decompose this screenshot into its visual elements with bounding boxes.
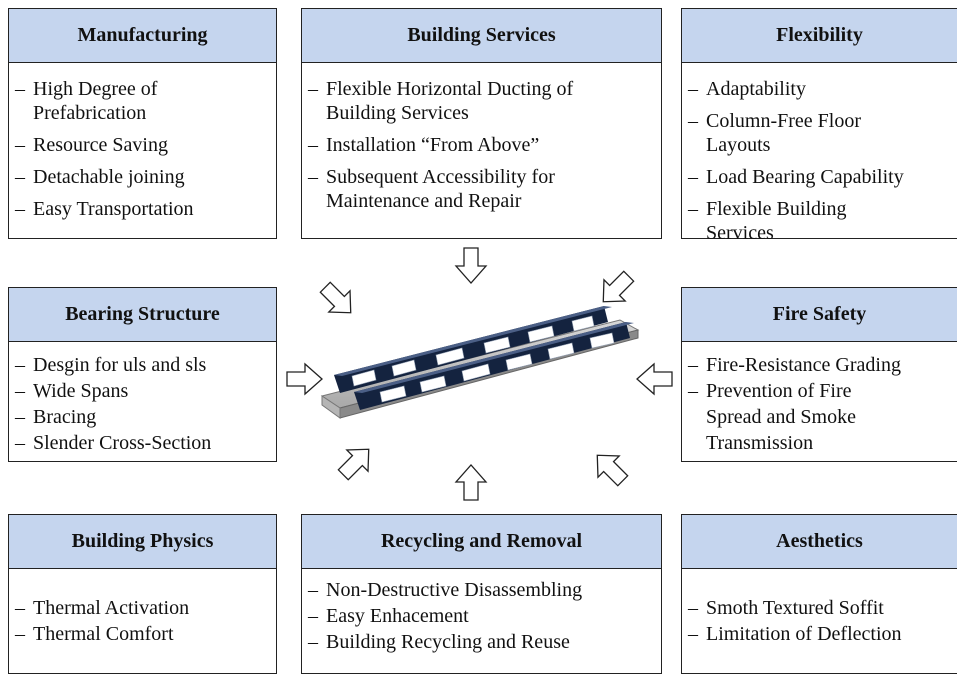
aesthetics-list: Smoth Textured Soffit Limitation of Defl…	[682, 569, 957, 647]
recycling-list: Non-Destructive Disassembling Easy Enhac…	[302, 569, 661, 655]
list-item: Subsequent Accessibility for Maintenance…	[302, 165, 653, 213]
building-services-list: Flexible Horizontal Ducting of Building …	[302, 63, 661, 213]
list-item: Slender Cross-Section	[9, 430, 276, 456]
building-physics-title: Building Physics	[9, 515, 276, 569]
aesthetics-title: Aesthetics	[682, 515, 957, 569]
list-item: Limitation of Deflection	[682, 621, 957, 647]
fire-safety-box: Fire Safety Fire-Resistance Grading Prev…	[681, 287, 957, 462]
manufacturing-title: Manufacturing	[9, 9, 276, 63]
flexibility-title: Flexibility	[682, 9, 957, 63]
list-item: Bracing	[9, 404, 276, 430]
list-item: Building Recycling and Reuse	[302, 629, 661, 655]
arrow-diagonal-up-right-icon	[337, 448, 370, 481]
list-item: Resource Saving	[9, 133, 270, 157]
list-item: Desgin for uls and sls	[9, 352, 276, 378]
aesthetics-box: Aesthetics Smoth Textured Soffit Limitat…	[681, 514, 957, 674]
recycling-box: Recycling and Removal Non-Destructive Di…	[301, 514, 662, 674]
building-physics-list: Thermal Activation Thermal Comfort	[9, 569, 276, 647]
building-physics-box: Building Physics Thermal Activation Ther…	[8, 514, 277, 674]
building-services-title: Building Services	[302, 9, 661, 63]
flexibility-list: Adaptability Column-Free Floor Layouts L…	[682, 63, 957, 245]
list-item: Easy Enhacement	[302, 603, 661, 629]
arrow-diagonal-down-left-icon	[602, 270, 635, 303]
list-item: Column-Free Floor Layouts	[682, 109, 953, 157]
list-item: Prevention of Fire Spread and Smoke Tran…	[682, 378, 957, 456]
list-item: Flexible Horizontal Ducting of Building …	[302, 77, 653, 125]
arrow-diagonal-up-left-icon	[596, 454, 629, 487]
bearing-structure-title: Bearing Structure	[9, 288, 276, 342]
list-item: Fire-Resistance Grading	[682, 352, 957, 378]
list-item: Adaptability	[682, 77, 953, 101]
list-item: Flexible Building Services	[682, 197, 953, 245]
manufacturing-list: High Degree of Prefabrication Resource S…	[9, 63, 276, 221]
arrow-left-icon	[636, 362, 673, 396]
girder-web-openings	[351, 315, 595, 387]
manufacturing-box: Manufacturing High Degree of Prefabricat…	[8, 8, 277, 239]
steel-concrete-beam-illustration	[320, 306, 640, 419]
list-item: Non-Destructive Disassembling	[302, 577, 661, 603]
list-item: Thermal Comfort	[9, 621, 276, 647]
fire-safety-list: Fire-Resistance Grading Prevention of Fi…	[682, 342, 957, 456]
list-item: Wide Spans	[9, 378, 276, 404]
list-item: Easy Transportation	[9, 197, 270, 221]
list-item: Thermal Activation	[9, 595, 276, 621]
bearing-structure-list: Desgin for uls and sls Wide Spans Bracin…	[9, 342, 276, 456]
arrow-down-icon	[454, 247, 488, 284]
flexibility-box: Flexibility Adaptability Column-Free Flo…	[681, 8, 957, 244]
arrow-diagonal-down-right-icon	[319, 281, 352, 314]
list-item: Installation “From Above”	[302, 133, 653, 157]
list-item: Load Bearing Capability	[682, 165, 953, 189]
fire-safety-title: Fire Safety	[682, 288, 957, 342]
list-item: High Degree of Prefabrication	[9, 77, 270, 125]
building-services-box: Building Services Flexible Horizontal Du…	[301, 8, 662, 239]
bearing-structure-box: Bearing Structure Desgin for uls and sls…	[8, 287, 277, 462]
list-item: Detachable joining	[9, 165, 270, 189]
arrow-up-icon	[454, 464, 488, 501]
recycling-title: Recycling and Removal	[302, 515, 661, 569]
girder-web-openings	[379, 332, 615, 403]
arrow-right-icon	[286, 362, 323, 396]
list-item: Smoth Textured Soffit	[682, 595, 957, 621]
